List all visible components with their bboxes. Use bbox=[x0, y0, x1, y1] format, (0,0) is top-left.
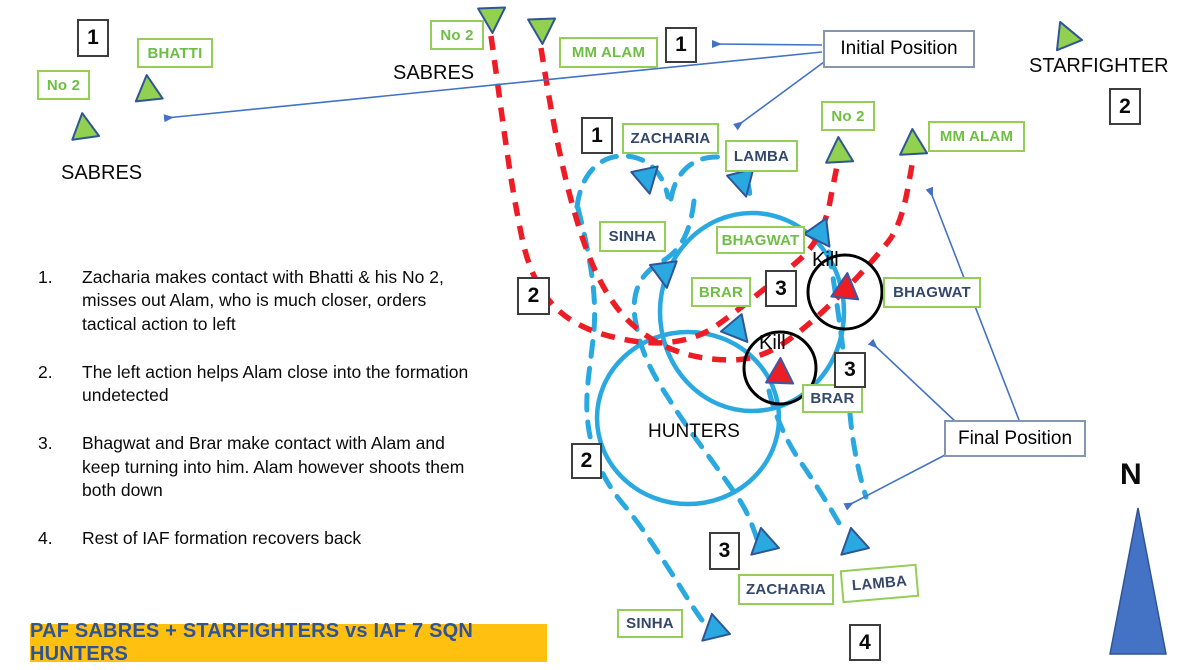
label-bhagwat-mid: BHAGWAT bbox=[716, 226, 805, 254]
path-iaf-loop-left bbox=[574, 153, 671, 210]
arrow-final-to-kills bbox=[867, 338, 958, 424]
aircraft-brar-turn bbox=[719, 313, 749, 343]
north-label: N bbox=[1120, 458, 1142, 491]
path-paf-no2 bbox=[488, 35, 841, 346]
marker-3-kill2: 3 bbox=[834, 352, 866, 388]
marker-4-bottom: 4 bbox=[849, 624, 881, 661]
marker-3-bottom: 3 bbox=[709, 532, 740, 570]
aircraft-starfighter bbox=[1055, 20, 1084, 52]
text-hunters: HUNTERS bbox=[648, 421, 740, 442]
note-item-2: 2. The left action helps Alam close into … bbox=[38, 361, 478, 408]
aircraft-kill-bhagwat bbox=[830, 272, 860, 301]
label-no2-topmid: No 2 bbox=[430, 20, 484, 50]
kill-circle-1 bbox=[806, 253, 884, 331]
note-number: 3. bbox=[38, 433, 53, 454]
arrow-initial-to-mmalam bbox=[711, 39, 823, 48]
marker-2-hunters: 2 bbox=[571, 443, 602, 479]
note-number: 2. bbox=[38, 361, 53, 382]
aircraft-lamba-initial bbox=[725, 168, 755, 198]
text-kill-2: Kill bbox=[759, 332, 786, 354]
label-zacharia-top: ZACHARIA bbox=[622, 123, 719, 154]
north-arrow-icon bbox=[1109, 507, 1167, 655]
note-text: The left action helps Alam close into th… bbox=[82, 361, 469, 406]
note-text: Bhagwat and Brar make contact with Alam … bbox=[82, 433, 465, 500]
label-bhatti: BHATTI bbox=[137, 38, 213, 68]
marker-1-zacharia: 1 bbox=[581, 117, 613, 154]
aircraft-sinha-turn bbox=[648, 260, 678, 289]
final-position-label: Final Position bbox=[944, 420, 1086, 457]
path-iaf-zacharia bbox=[631, 198, 760, 542]
aircraft-zacharia-initial bbox=[630, 165, 659, 195]
aircraft-no2-final bbox=[825, 136, 855, 164]
marker-1-topleft: 1 bbox=[77, 19, 109, 57]
arrow-initial-to-sabres-left bbox=[163, 51, 823, 123]
label-lamba-bottom: LAMBA bbox=[839, 563, 920, 604]
aircraft-bhagwat-turn bbox=[803, 217, 831, 248]
note-item-4: 4. Rest of IAF formation recovers back bbox=[38, 527, 478, 550]
marker-1-topmid: 1 bbox=[665, 27, 697, 63]
aircraft-sinha-final bbox=[701, 612, 731, 642]
label-bhagwat-final: BHAGWAT bbox=[883, 277, 981, 308]
marker-2-starfighter: 2 bbox=[1109, 88, 1141, 125]
aircraft-no2-initial bbox=[477, 6, 507, 34]
label-sinha-mid: SINHA bbox=[599, 221, 666, 252]
engagement-notes: 1. Zacharia makes contact with Bhatti & h… bbox=[38, 266, 478, 575]
label-brar-mid: BRAR bbox=[691, 277, 751, 307]
note-text: Zacharia makes contact with Bhatti & his… bbox=[82, 267, 444, 334]
note-item-3: 3. Bhagwat and Brar make contact with Ala… bbox=[38, 432, 478, 502]
text-sabres-mid: SABRES bbox=[393, 62, 475, 84]
turn-circle-upper bbox=[657, 210, 847, 414]
label-mmalam-topmid: MM ALAM bbox=[559, 37, 658, 68]
label-lamba-top: LAMBA bbox=[725, 140, 798, 172]
initial-position-label: Initial Position bbox=[823, 30, 975, 68]
note-text: Rest of IAF formation recovers back bbox=[82, 528, 362, 549]
marker-2-left: 2 bbox=[517, 277, 550, 315]
note-number: 1. bbox=[38, 267, 53, 287]
aircraft-lamba-final bbox=[840, 526, 870, 556]
note-number: 4. bbox=[38, 528, 53, 549]
arrow-initial-to-zacharia bbox=[733, 61, 825, 131]
aircraft-mmalam-initial bbox=[527, 17, 557, 45]
note-item-1: 1. Zacharia makes contact with Bhatti & h… bbox=[38, 266, 478, 336]
turn-circle-hunters bbox=[594, 329, 782, 507]
label-sinha-bottom: SINHA bbox=[617, 609, 683, 638]
path-iaf-recover bbox=[826, 249, 869, 500]
aircraft-mmalam-final bbox=[899, 128, 929, 156]
arrow-final-to-recover bbox=[843, 454, 946, 511]
aircraft-zacharia-final bbox=[750, 526, 780, 556]
title-banner: PAF SABRES + STARFIGHTERS vs IAF 7 SQN H… bbox=[30, 620, 547, 665]
aircraft-kill-brar bbox=[765, 357, 795, 385]
label-no2-final: No 2 bbox=[821, 101, 875, 131]
text-starfighter: STARFIGHTER bbox=[1029, 55, 1169, 77]
path-iaf-lamba bbox=[766, 388, 842, 526]
label-no2-topleft: No 2 bbox=[37, 70, 90, 100]
aircraft-sabre-bhatti bbox=[134, 74, 164, 103]
path-paf-mmalam bbox=[538, 47, 916, 363]
text-sabres-left: SABRES bbox=[61, 162, 143, 184]
label-zacharia-bottom: ZACHARIA bbox=[738, 574, 834, 605]
kill-circle-2 bbox=[742, 330, 818, 406]
marker-3-kill1: 3 bbox=[765, 270, 797, 307]
aircraft-sabre-no2-left bbox=[71, 112, 101, 141]
label-brar-final: BRAR bbox=[802, 384, 863, 413]
label-mmalam-final: MM ALAM bbox=[928, 121, 1025, 152]
text-kill-1: Kill bbox=[812, 249, 839, 271]
